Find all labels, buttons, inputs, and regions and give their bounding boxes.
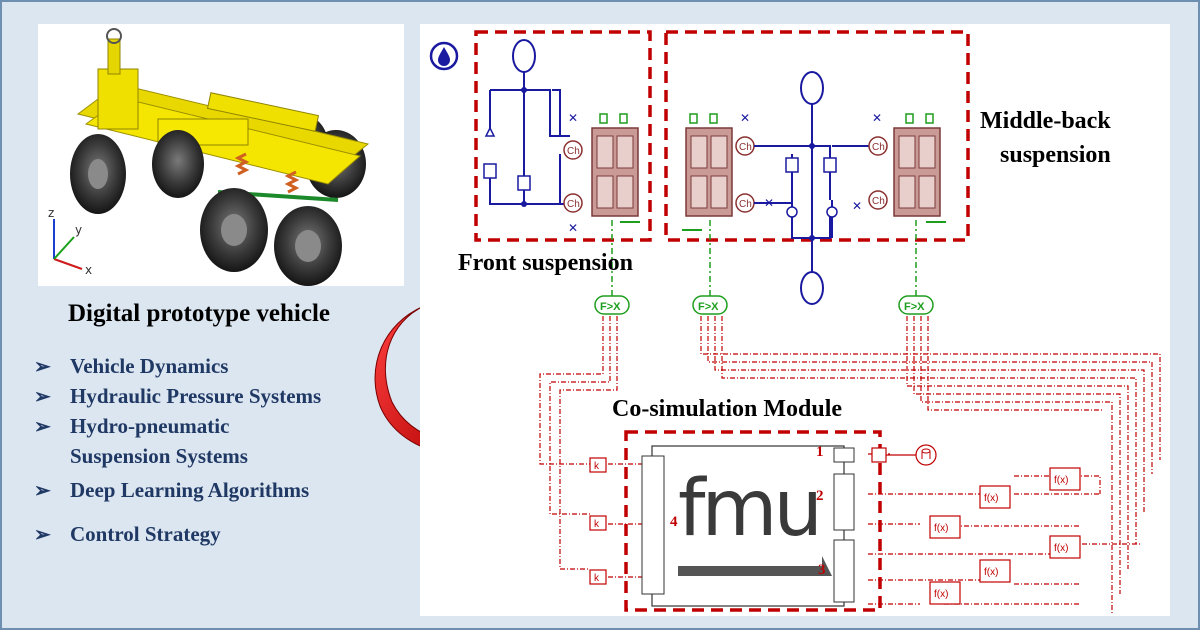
topic-label: Hydro-pneumatic [70, 414, 230, 438]
cosim-module-label: Co-simulation Module [612, 396, 843, 422]
bullet-arrow-icon: ➢ [34, 524, 51, 546]
function-block: f(x) [929, 515, 961, 539]
gain-label: k [594, 461, 600, 472]
vehicle-render-panel: z y x [38, 24, 404, 286]
port-number-4: 4 [670, 514, 678, 530]
front-tower [97, 68, 139, 130]
function-block: f(x) [979, 485, 1011, 509]
bullet-arrow-icon: ➢ [34, 416, 51, 438]
svg-text:✕: ✕ [740, 111, 750, 125]
fmu-block [651, 445, 845, 607]
fmu-output-port-2 [833, 473, 855, 531]
database-icon [915, 444, 937, 466]
axis-z-label: z [48, 206, 54, 220]
hub [221, 214, 247, 246]
side-beam [206, 92, 320, 132]
gain-label: k [594, 519, 600, 530]
topic-label: Control Strategy [70, 522, 221, 546]
front-suspension-box [474, 30, 652, 242]
function-label: f(x) [1054, 475, 1068, 486]
function-label: f(x) [934, 523, 948, 534]
chamber-label: Ch [739, 142, 752, 153]
back-body-block [893, 113, 946, 223]
port-number-3: 3 [818, 562, 826, 578]
gain-block: k [589, 569, 607, 585]
simulation-diagram-panel: Ch Ch ✕ ✕ [420, 24, 1170, 616]
middle-back-label-line1: Middle-back [980, 108, 1111, 134]
port-number-2: 2 [816, 488, 824, 504]
middle-chambers: Ch Ch ✕ ✕ [735, 111, 774, 213]
sensor-lines [611, 220, 917, 296]
function-block: f(x) [1049, 467, 1081, 491]
chamber-label: Ch [872, 196, 885, 207]
axis-y-label: y [75, 223, 82, 237]
gain-block: k [589, 515, 607, 531]
axis-x-label: x [85, 263, 92, 277]
middle-hydraulic-lines [754, 71, 872, 305]
front-valves [483, 87, 531, 207]
topic-label: Hydraulic Pressure Systems [70, 384, 322, 408]
gain-label: k [594, 573, 600, 584]
converter-front: F>X [594, 295, 630, 315]
function-block: f(x) [1049, 535, 1081, 559]
hub [88, 159, 108, 189]
fmu-underline [678, 556, 832, 576]
cosim-module-box [624, 430, 882, 612]
converter-back: F>X [898, 295, 934, 315]
bullet-arrow-icon: ➢ [34, 480, 51, 502]
topic-label: Vehicle Dynamics [70, 354, 229, 378]
back-chambers: Ch Ch ✕ ✕ [852, 111, 888, 213]
converter-label: F>X [904, 301, 925, 313]
converter-middle: F>X [692, 295, 728, 315]
axes-gizmo: z y x [48, 206, 92, 277]
function-label: f(x) [984, 567, 998, 578]
svg-text:✕: ✕ [852, 199, 862, 213]
front-chambers: Ch Ch ✕ ✕ [563, 111, 583, 235]
chamber-label: Ch [567, 199, 580, 210]
middle-back-label-line2: suspension [1000, 142, 1111, 168]
converter-label: F>X [698, 301, 719, 313]
fmu-input-port [641, 455, 665, 595]
springs [234, 152, 300, 194]
chamber-label: Ch [567, 146, 580, 157]
svg-text:✕: ✕ [872, 111, 882, 125]
svg-text:✕: ✕ [568, 111, 578, 125]
fmu-logo: fmu [678, 464, 823, 554]
vehicle-render: z y x [48, 28, 370, 286]
bullet-arrow-icon: ➢ [34, 356, 51, 378]
svg-text:✕: ✕ [568, 221, 578, 235]
fmu-output-port-1 [833, 447, 855, 463]
topic-label: Deep Learning Algorithms [70, 478, 310, 502]
middle-body-block [682, 113, 733, 231]
signal-routing-lines [539, 316, 1161, 614]
front-body-block [591, 113, 640, 223]
tire-front-right [152, 130, 204, 198]
function-label: f(x) [1054, 543, 1068, 554]
function-label: f(x) [984, 493, 998, 504]
chamber-ch [563, 140, 583, 160]
function-block: f(x) [979, 559, 1011, 583]
simulation-diagram: Ch Ch ✕ ✕ [429, 30, 1161, 614]
bullet-arrow-icon: ➢ [34, 386, 51, 408]
middle-valves [785, 143, 838, 241]
chamber-label: Ch [739, 199, 752, 210]
port-number-1: 1 [816, 444, 824, 460]
steering-wheel [106, 28, 122, 44]
fmu-output-port-3 [833, 539, 855, 603]
front-suspension-label: Front suspension [458, 250, 633, 276]
gain-block: k [589, 457, 607, 473]
function-label: f(x) [934, 589, 948, 600]
steering-column [107, 38, 121, 75]
chamber-label: Ch [872, 142, 885, 153]
output-probe [871, 444, 937, 466]
converter-label: F>X [600, 301, 621, 313]
function-block: f(x) [929, 581, 961, 605]
chamber-ch [563, 193, 583, 213]
hydraulic-drop-icon [429, 41, 459, 71]
middle-back-suspension-box [664, 30, 970, 242]
topic-label: Suspension Systems [70, 444, 248, 468]
vehicle-caption: Digital prototype vehicle [68, 300, 330, 327]
hub [295, 230, 321, 262]
